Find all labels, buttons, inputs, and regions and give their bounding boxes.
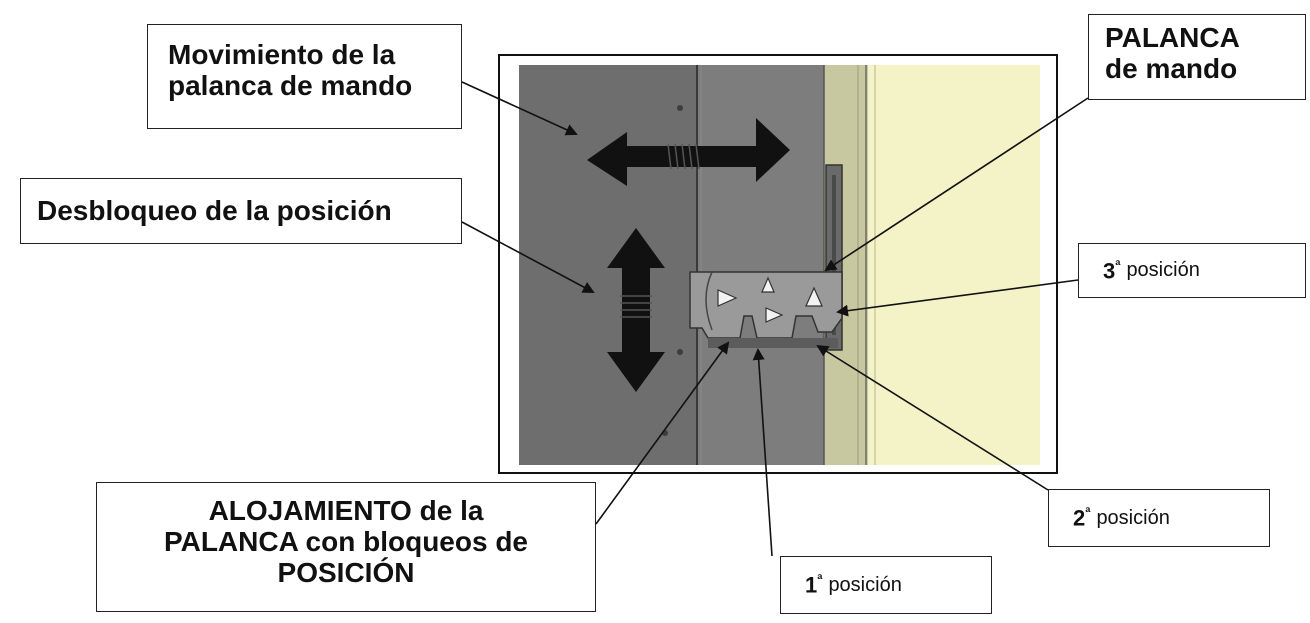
callout-housing-line-1: ALOJAMIENTO de la xyxy=(208,495,484,526)
callout-position-2: 2ª posición xyxy=(1048,489,1270,547)
callout-housing: ALOJAMIENTO de la PALANCA con bloqueos d… xyxy=(96,482,596,612)
callout-lever-line-1: PALANCA xyxy=(1105,22,1240,53)
leader-pos1 xyxy=(752,348,773,557)
screw-middle xyxy=(677,349,683,355)
position-2-number: 2ª xyxy=(1073,504,1091,531)
panel-left xyxy=(519,65,697,465)
callout-movement: Movimiento de la palanca de mando xyxy=(147,24,462,129)
leader-housing xyxy=(595,341,730,525)
leader-movement xyxy=(461,81,578,136)
callout-position-1: 1ª posición xyxy=(780,556,992,614)
lever-housing-shadow xyxy=(708,338,838,348)
position-2-word: posición xyxy=(1096,506,1170,529)
double-arrow-vertical-icon xyxy=(607,228,665,392)
callout-lever-line-2: de mando xyxy=(1105,53,1238,84)
triangle-marker-top-2 xyxy=(805,286,823,307)
triangle-marker-top-1 xyxy=(761,276,775,293)
position-1-number: 1ª xyxy=(805,571,823,598)
callout-housing-line-3: POSICIÓN xyxy=(277,557,415,588)
callout-movement-line-2: palanca de mando xyxy=(168,70,413,101)
callout-unlock: Desbloqueo de la posición xyxy=(20,178,462,244)
callout-housing-line-2: PALANCA con bloqueos de xyxy=(164,526,528,557)
triangle-marker-left xyxy=(717,289,738,307)
callout-movement-line-1: Movimiento de la xyxy=(168,39,396,70)
leader-pos3 xyxy=(836,279,1079,317)
lever-shaft-inner xyxy=(832,175,836,335)
position-3-number: 3ª xyxy=(1103,256,1121,284)
double-arrow-horizontal-icon xyxy=(587,118,790,186)
leader-lever xyxy=(824,97,1089,272)
position-1-word: posición xyxy=(828,573,902,596)
callout-position-3: 3ª posición xyxy=(1078,243,1306,298)
leader-unlock xyxy=(461,221,595,293)
lever-housing-left-curve xyxy=(705,271,713,331)
leader-pos2 xyxy=(816,344,1049,491)
callout-unlock-text: Desbloqueo de la posición xyxy=(37,195,392,226)
screw-top xyxy=(677,105,683,111)
callout-lever: PALANCA de mando xyxy=(1088,14,1306,100)
position-3-word: posición xyxy=(1126,259,1200,281)
triangle-marker-mid xyxy=(765,307,784,323)
panel-yellow xyxy=(868,65,1040,465)
